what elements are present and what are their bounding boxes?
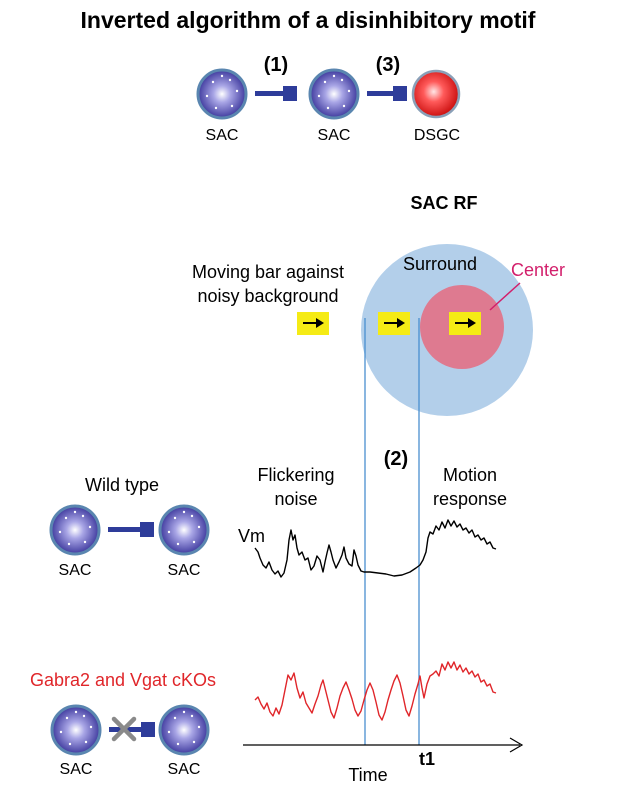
surround-label: Surround [403, 254, 477, 274]
step-1-label: (1) [264, 54, 288, 76]
rf-title: SAC RF [411, 193, 478, 213]
cell-label: SAC [59, 562, 92, 579]
sac-cell-icon [308, 68, 360, 120]
motion-label-line2: response [433, 489, 507, 509]
sac-cell-icon [49, 504, 101, 556]
diagram-title: Inverted algorithm of a disinhibitory mo… [81, 7, 536, 33]
cell-label: SAC [168, 562, 201, 579]
motion-label-line1: Motion [443, 465, 497, 485]
cell-label: SAC [318, 127, 351, 144]
cko-group: Gabra2 and Vgat cKOs SAC SAC [30, 670, 216, 778]
cko-label: Gabra2 and Vgat cKOs [30, 670, 216, 690]
wild-type-group: Wild type SAC SAC [49, 475, 210, 579]
time-axis-label: Time [348, 765, 387, 785]
synapse-stem [367, 91, 395, 96]
step-3-label: (3) [376, 54, 400, 76]
synapse-stem [108, 527, 142, 532]
sac-cell-icon [196, 68, 248, 120]
wild-type-trace [254, 519, 497, 578]
top-motif: (1) (3) SAC SAC DSGC [196, 54, 461, 144]
blocked-synapse-x-icon [111, 716, 137, 742]
time-axis: Time t1 [243, 737, 524, 785]
moving-bar-label-line2: noisy background [197, 286, 338, 306]
cell-label: SAC [168, 761, 201, 778]
moving-bar-icon [378, 312, 410, 335]
center-pointer-line [489, 282, 521, 311]
cell-label: DSGC [414, 127, 460, 144]
vm-label: Vm [238, 526, 265, 546]
sac-cell-icon [158, 504, 210, 556]
synapse-terminal [141, 722, 155, 737]
flicker-label-line1: Flickering [257, 465, 334, 485]
t1-label: t1 [419, 749, 435, 769]
cell-label: SAC [206, 127, 239, 144]
moving-bar-icon [449, 312, 481, 335]
sac-cell-icon [158, 704, 210, 756]
synapse-terminal [140, 522, 154, 537]
step-2-label: (2) [384, 448, 408, 470]
wild-type-label: Wild type [85, 475, 159, 495]
moving-bar-icon [297, 312, 329, 335]
moving-bar-label-line1: Moving bar against [192, 262, 344, 282]
sac-cell-icon [50, 704, 102, 756]
dsgc-cell-icon [411, 69, 461, 119]
time-axis-arrow-icon [509, 737, 524, 753]
synapse-stem [255, 91, 285, 96]
cell-label: SAC [60, 761, 93, 778]
cko-trace [254, 661, 497, 721]
synapse-terminal [393, 86, 407, 101]
receptive-field: SAC RF Surround Center Moving bar agains… [192, 193, 565, 416]
center-label: Center [511, 260, 565, 280]
flicker-label-line2: noise [274, 489, 317, 509]
synapse-terminal [283, 86, 297, 101]
